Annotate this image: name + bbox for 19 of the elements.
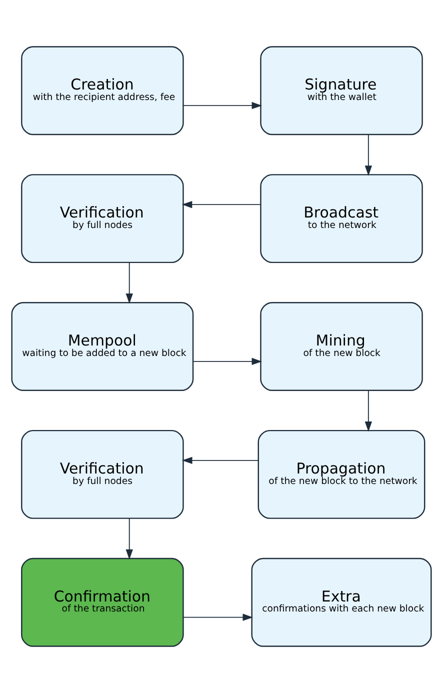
arrow (182, 102, 262, 110)
node-box: Broadcast to the network (260, 174, 423, 264)
arrow (182, 200, 262, 208)
arrow (364, 390, 372, 432)
node-box: Propagation of the new block to the network (258, 430, 426, 519)
node-box: Signature with the wallet (260, 46, 423, 136)
node-box: Creation with the recipient address, fee (21, 46, 184, 136)
arrow (182, 456, 259, 464)
node-box: Extra confirmations with each new block (251, 558, 432, 647)
node-box: Verification by full nodes (21, 430, 184, 519)
node-box: Mempool waiting to be added to a new block (11, 302, 194, 391)
node-box: Confirmation of the transaction (21, 558, 184, 647)
node-box: Mining of the new block (260, 302, 423, 391)
arrow (192, 358, 262, 366)
arrow (364, 134, 372, 176)
arrow (182, 614, 254, 621)
arrow (126, 518, 133, 560)
arrow (126, 262, 133, 304)
node-box: Verification by full nodes (21, 174, 184, 264)
